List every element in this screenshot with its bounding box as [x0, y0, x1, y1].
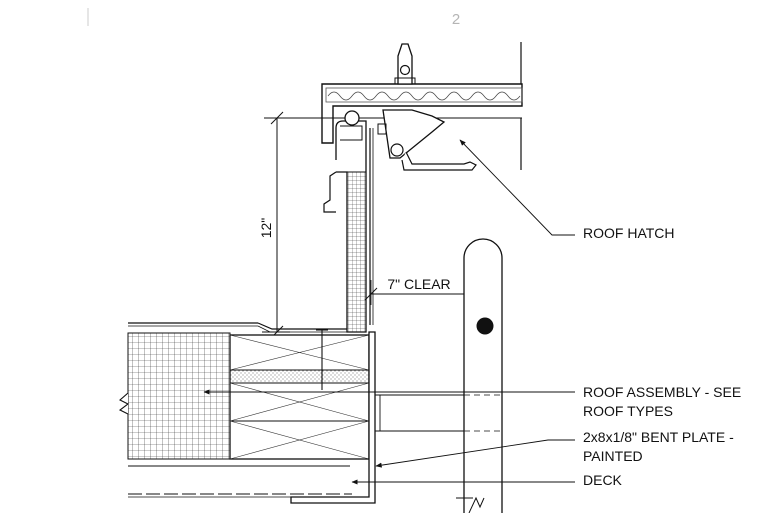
- bent-plate: [290, 331, 376, 504]
- wood-blocking: [229, 329, 370, 460]
- hatch-latch-top: [394, 43, 416, 85]
- label-deck: DECK: [583, 472, 623, 488]
- hatch-curb: [323, 110, 374, 333]
- roof-hatch-lid: [321, 83, 523, 144]
- ladder-rail: [456, 238, 503, 513]
- label-bent-plate-line1: 2x8x1/8" BENT PLATE -: [583, 429, 734, 445]
- dimension-clear-label: 7" CLEAR: [387, 276, 450, 292]
- roof-assembly: [118, 322, 352, 498]
- dimension-height-label: 12": [258, 218, 274, 239]
- blocking-connection: [375, 394, 502, 432]
- hatch-latch-handle: [377, 109, 477, 171]
- leader-bent-plate: [375, 439, 575, 468]
- sheet-number: 2: [452, 11, 460, 28]
- label-roof-assembly-line1: ROOF ASSEMBLY - SEE: [583, 384, 741, 400]
- label-roof-assembly-line2: ROOF TYPES: [583, 403, 673, 419]
- label-roof-hatch: ROOF HATCH: [583, 225, 675, 241]
- leaders: [203, 139, 575, 485]
- label-bent-plate-line2: PAINTED: [583, 448, 643, 464]
- leader-roof-hatch: [459, 139, 575, 236]
